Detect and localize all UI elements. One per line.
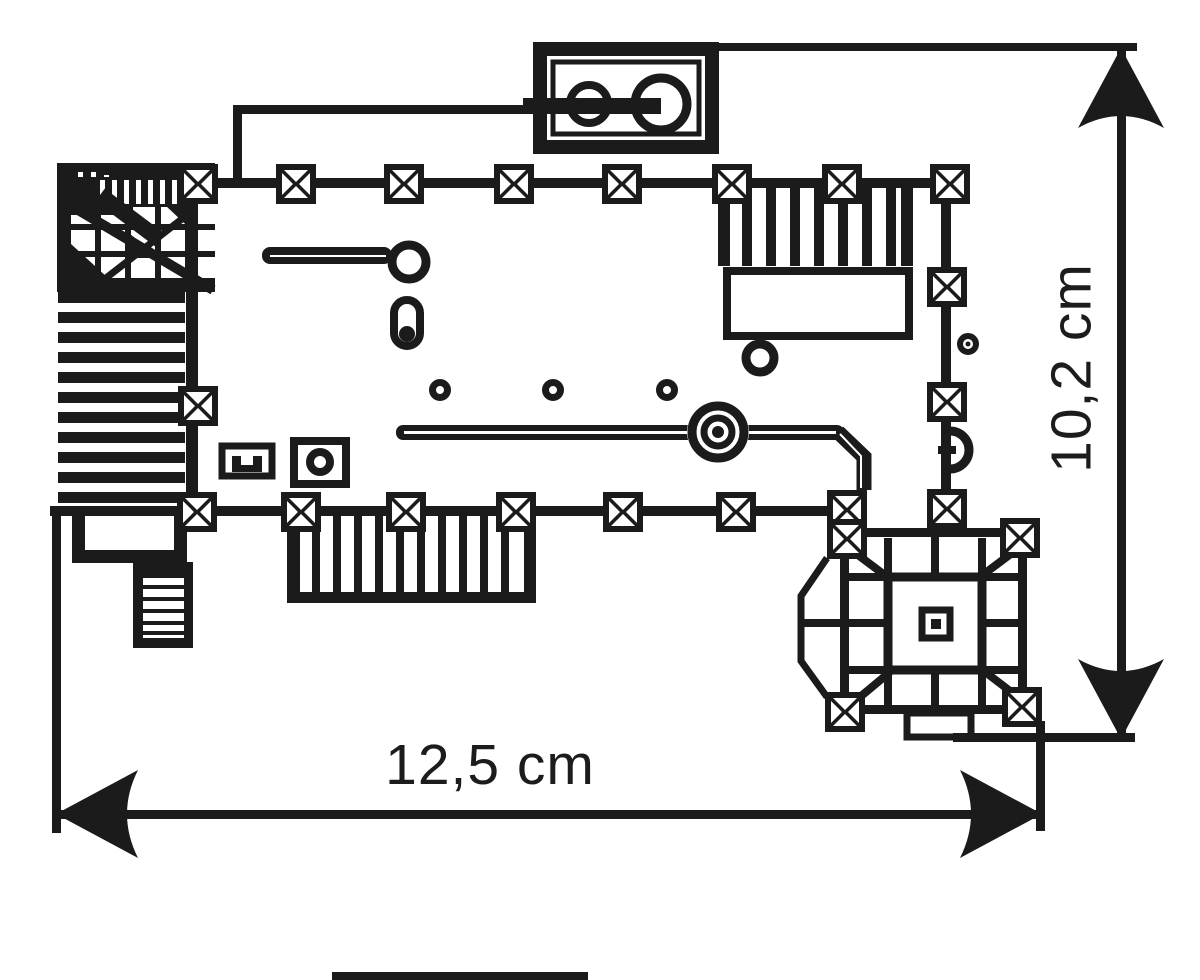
annex-circles (566, 73, 692, 135)
arrow-right-icon (960, 770, 1042, 858)
column-icon (930, 164, 970, 204)
column-icon (712, 164, 752, 204)
annex-connector-line (233, 98, 661, 185)
column-icon (496, 492, 536, 532)
width-dimension-line (58, 810, 1040, 819)
height-dimension-line (1117, 50, 1126, 737)
corner-tower (797, 528, 1027, 741)
top-wall (195, 178, 952, 188)
column-icon (178, 386, 218, 426)
small-rings (429, 379, 678, 401)
column-icon (602, 164, 642, 204)
column-icon (825, 692, 865, 732)
left-wing-roof (57, 163, 216, 295)
arrow-down-icon (1078, 659, 1164, 739)
sink-symbol (218, 442, 276, 480)
arrow-up-icon (1078, 48, 1164, 128)
rail-track (396, 401, 872, 490)
upper-staircase (718, 188, 913, 377)
door-pill-symbol (390, 296, 424, 350)
column-icon (494, 164, 534, 204)
left-wing-lower-room (72, 516, 193, 648)
column-icon (1000, 518, 1040, 558)
column-icon (927, 267, 967, 307)
column-icon (178, 164, 218, 204)
column-icon (384, 164, 424, 204)
column-icon (822, 164, 862, 204)
column-icon (603, 492, 643, 532)
width-dimension-label: 12,5 cm (385, 733, 595, 797)
right-wall (941, 183, 951, 533)
cropped-artifact-strip (332, 972, 588, 980)
height-dimension-label: 10,2 cm (1039, 263, 1104, 473)
column-icon (716, 492, 756, 532)
arrow-left-icon (56, 770, 138, 858)
column-icon (276, 164, 316, 204)
column-icon (927, 382, 967, 422)
column-icon (827, 519, 867, 559)
width-dimension (52, 516, 1045, 858)
column-icon (927, 489, 967, 529)
left-wing-stairs (50, 292, 198, 516)
right-extension-line (1036, 721, 1045, 831)
top-extension-line (715, 43, 1137, 51)
right-wall-fittings (938, 333, 979, 474)
column-icon (281, 492, 321, 532)
key-shape (262, 240, 431, 284)
lower-staircase (287, 516, 536, 603)
left-extension-line (52, 516, 61, 833)
column-icon (386, 492, 426, 532)
stove-symbol (290, 437, 350, 488)
column-icon (177, 492, 217, 532)
